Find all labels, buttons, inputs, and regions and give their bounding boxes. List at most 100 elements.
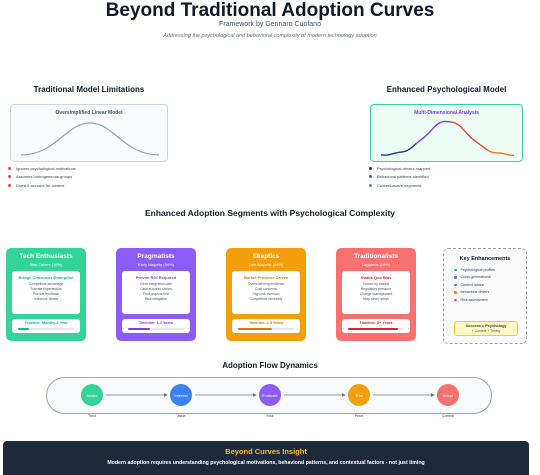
segment-timeline-text: Timeline: 1-2 Years [138,321,174,325]
segment-name: Traditionalists [353,253,399,260]
bullet-text: Assumes homogeneous groups [16,174,73,180]
bullet-item: Ignores psychological motivations [8,164,76,173]
flow-node-caption: Proof [354,414,364,418]
bullet-text: Ignores psychological motivations [16,165,76,171]
bullet-item: Context-aware segments [369,181,430,190]
bullet-text: Context-aware [460,282,484,287]
bullet-text: Risk assessment [460,297,488,302]
segments-section-title: Enhanced Adoption Segments with Psycholo… [145,208,395,218]
timeline-progress-bar [18,328,74,330]
enhanced-curve [380,120,515,157]
segment-point: High risk aversion [252,292,280,296]
bullet-item: Risk assessment [454,296,495,304]
segment-name: Pragmatists [137,253,175,260]
enhanced-box-title: Multi-Dimensional Analysis [414,110,479,116]
bullet-text: Psychological drivers mapped [377,165,431,171]
segment-point: Clear integration path [139,282,173,286]
timeline-progress-fill [238,328,272,330]
success-formula: Success = Psychology + Context + Timing [454,321,518,336]
traditional-curve [20,122,160,156]
bullet-text: Behavioral patterns identified [377,174,429,180]
timeline-progress-bar [128,328,184,330]
bullet-item: Psychological profiles [454,266,495,274]
bullet-item: Psychological drivers mapped [369,164,430,173]
segment-point: Case success stories [139,287,173,291]
flow-node: Interest [170,384,192,406]
bullet-text: Behavioral drivers [460,290,490,295]
bullet-item: Assumes homogeneous groups [8,173,76,182]
traditional-model-box: Oversimplified Linear Model [10,104,168,162]
insight-title: Beyond Curves Insight [225,447,307,456]
segment-subtitle: Early Majority (34%) [137,262,174,267]
page-title: Beyond Traditional Adoption Curves [105,0,435,21]
timeline-progress-fill [348,328,399,330]
bullet-item: Behavioral drivers [454,289,495,297]
segment-timeline-text: Timeline: Months-1 Year [24,321,68,325]
timeline-progress-fill [128,328,151,330]
bullet-item: Behavioral patterns identified [369,173,430,182]
success-formula-line1: Success = Psychology [465,324,507,328]
segment-point: Tolerate imperfection [30,287,62,291]
bullet-dot-icon [8,175,11,179]
bullet-text: Doesn't account for context [16,182,65,188]
segment-timeline: Timeline: 5+ Years [342,319,410,333]
bullet-item: Cross-generational [454,274,495,282]
bullet-dot-icon [454,268,457,271]
segment-detail-title: Bridge Consumer-Enterprise [18,275,74,280]
flow-node: Evaluate [259,384,281,406]
bullet-text: Context-aware segments [377,182,422,188]
segment-point: Risk mitigation [144,297,168,301]
segment-detail-title: Proven ROI Required [135,275,177,280]
linear-bell-curve [20,122,160,156]
segment-point: Change management [359,292,393,296]
segment-point: Overwhelming evidence [247,282,285,286]
bullet-text: Cross-generational [460,275,491,280]
segment-point: Competitive necessity [249,297,283,301]
flow-node-caption: Risk [266,414,274,418]
segment-subtitle: Late Majority (34%) [248,262,284,267]
bullet-dot-icon [454,276,457,279]
timeline-progress-fill [18,328,30,330]
traditional-section-title: Traditional Model Limitations [33,85,145,94]
bullet-dot-icon [8,183,11,187]
segment-point: Cost concerns [255,287,277,291]
flow-node-caption: Value [176,414,186,418]
page-subtitle: Framework by Gennaro Cuofano [219,21,321,28]
segment-point: Influence others [33,297,59,301]
segment-timeline: Timeline: 1-2 Years [122,319,190,333]
insight-text: Modern adoption requires understanding p… [107,460,425,466]
flow-section-title: Adoption Flow Dynamics [222,361,318,370]
segment-name: Tech Enthusiasts [19,253,73,260]
bullet-dot-icon [369,175,372,179]
segment-subtitle: Laggards (16%) [361,262,391,267]
bullet-text: Psychological profiles [460,267,496,272]
segment-subtitle: Risk-Takers (16%) [29,262,63,267]
bullet-dot-icon [8,166,11,170]
enhanced-curve-segment [451,121,488,151]
key-enhancements-title: Key Enhancements [459,256,511,262]
bullet-dot-icon [369,183,372,187]
bullet-dot-icon [454,291,457,294]
flow-node: Aware [81,384,103,406]
segment-timeline-text: Timeline: 2-5 Years [248,321,284,325]
enhanced-model-box: Multi-Dimensional Analysis [370,104,523,162]
segment-point: Pilot projects first [143,292,169,296]
segment-point: Provide feedback [32,292,60,296]
insight-banner: Beyond Curves Insight Modern adoption re… [3,441,529,475]
segment-name: Skeptics [252,253,280,260]
timeline-progress-bar [348,328,404,330]
